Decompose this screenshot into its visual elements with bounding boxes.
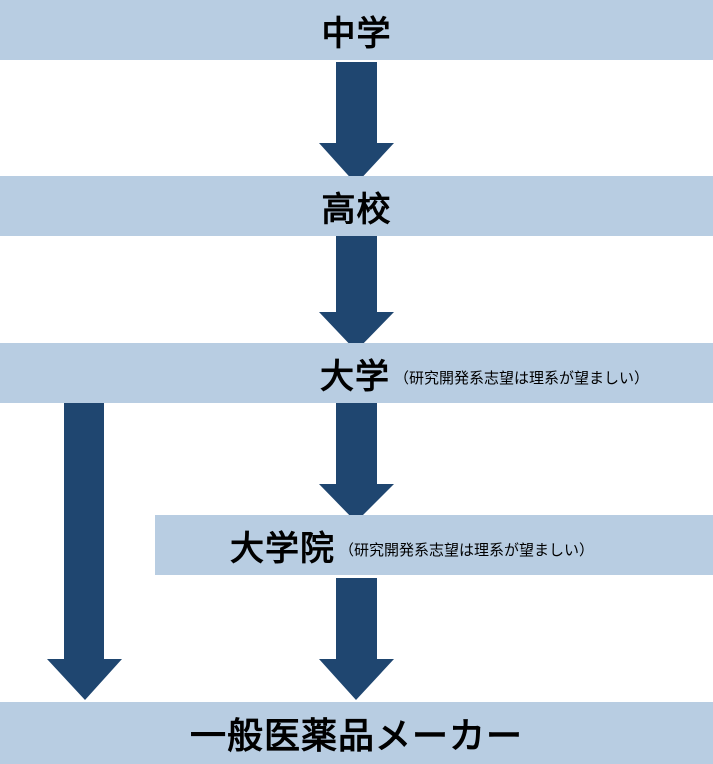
arrow-graduate-school-to-pharma-maker (319, 578, 394, 700)
arrow-university-to-graduate-school (319, 403, 394, 522)
node-high-school: 高校 (0, 176, 713, 236)
node-note: （研究開発系志望は理系が望ましい） (394, 368, 650, 387)
node-junior-high: 中学 (0, 0, 713, 60)
node-label: 大学 (320, 356, 390, 397)
node-graduate-school: 大学院 （研究開発系志望は理系が望ましい） (155, 515, 713, 575)
arrow-university-to-pharma-maker (47, 403, 122, 700)
node-note: （研究開発系志望は理系が望ましい） (339, 540, 595, 559)
node-pharma-maker: 一般医薬品メーカー (0, 702, 713, 764)
node-label: 大学院 (230, 528, 335, 569)
arrow-junior-high-to-high-school (319, 62, 394, 184)
arrow-high-school-to-university (319, 236, 394, 351)
node-label: 中学 (321, 13, 392, 54)
node-university: 大学 （研究開発系志望は理系が望ましい） (0, 343, 713, 403)
node-label: 高校 (321, 189, 392, 230)
node-label: 一般医薬品メーカー (189, 716, 523, 757)
